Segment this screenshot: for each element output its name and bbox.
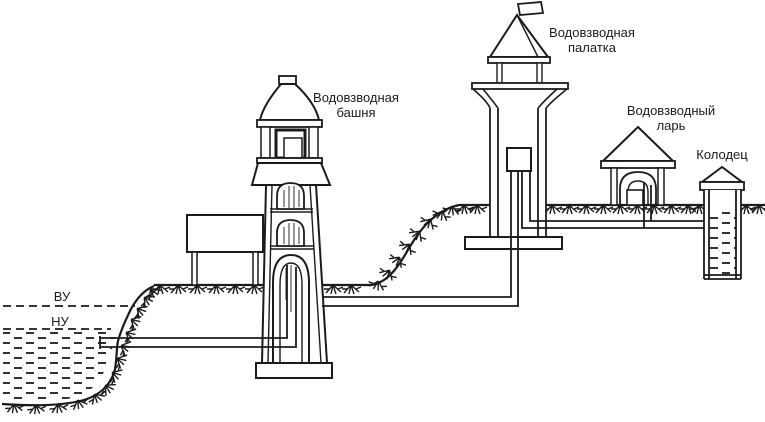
chest-inner-box xyxy=(626,189,644,206)
tower-arch-top xyxy=(276,182,305,210)
tower-plinth xyxy=(255,362,333,379)
chest-arch-pipe-outer xyxy=(619,171,657,205)
water-level-lines xyxy=(3,305,135,330)
well-roof xyxy=(699,165,745,183)
water-tower xyxy=(250,75,333,379)
tent-cornice-lower xyxy=(471,82,569,90)
pipe-chest-riser xyxy=(643,183,652,228)
tent-cube-right-wall xyxy=(536,62,543,84)
chest-roof-bar xyxy=(600,160,676,169)
river-water xyxy=(3,332,116,402)
water-tent-label-line1: Водовзводная xyxy=(549,25,635,40)
tower-belfry-left-column xyxy=(260,126,271,159)
tower-belfry-window-inner xyxy=(283,137,303,159)
river-bank-line xyxy=(1,284,155,407)
tent-flares xyxy=(472,88,568,109)
pipe-river-to-tower xyxy=(99,265,297,349)
tower-cornice xyxy=(256,119,323,128)
chest-arch-pipe-inner xyxy=(627,180,649,205)
pipe-tower-to-tent xyxy=(322,171,519,307)
water-chest-label-line2: ларь xyxy=(657,118,686,133)
water-tent-label-line2: палатка xyxy=(568,40,617,55)
chest-right-wall xyxy=(657,167,665,206)
well xyxy=(699,165,745,280)
pipes xyxy=(99,171,704,349)
water-chest xyxy=(600,125,676,206)
high-water-level-label: ВУ xyxy=(54,289,71,304)
tent-roof-edge xyxy=(516,14,539,58)
tent-cube-left-wall xyxy=(496,62,503,84)
tower-arch-big-inner xyxy=(279,262,303,363)
tent-flag xyxy=(516,1,545,16)
water-tower-label-line1: Водовзводная xyxy=(313,90,399,105)
terrain-lines xyxy=(1,203,765,407)
water-tower-label-line2: башня xyxy=(336,105,375,120)
well-water xyxy=(709,212,736,274)
tent-shaft-walls xyxy=(489,108,547,237)
tower-arch-middle xyxy=(276,219,305,247)
ground-hatching xyxy=(4,203,765,416)
tower-roof-cap xyxy=(278,75,297,85)
tent-pump-box xyxy=(506,147,532,172)
tower-belfry-right-column xyxy=(308,126,319,159)
well-roof-bar xyxy=(699,181,745,191)
slope-ground-line xyxy=(370,203,460,287)
well-label: Колодец xyxy=(696,147,748,162)
water-chest-label-line1: Водовзводный xyxy=(627,103,715,118)
low-water-level-label: НУ xyxy=(51,314,69,329)
chest-left-wall xyxy=(610,167,618,206)
intake-house xyxy=(186,214,264,286)
tent-cornice-upper xyxy=(487,56,551,64)
tent-roof xyxy=(488,13,550,58)
tower-flare xyxy=(250,162,332,186)
tent-base-slab xyxy=(464,236,563,250)
intake-house-right-leg xyxy=(252,251,259,286)
intake-house-left-leg xyxy=(191,251,198,286)
tower-tent-roof xyxy=(258,83,321,121)
